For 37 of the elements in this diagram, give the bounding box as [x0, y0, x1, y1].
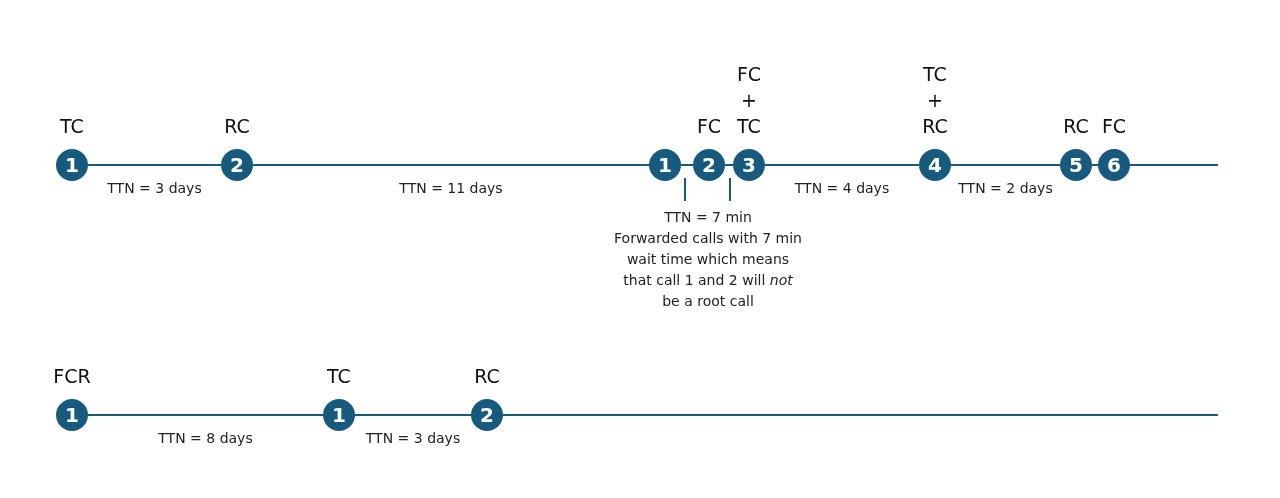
timeline-segment: [1091, 164, 1099, 166]
call-type-label: TC + RC: [921, 62, 949, 139]
call-type-label: TC: [326, 364, 352, 389]
edge-label: TTN = 4 days: [792, 180, 892, 196]
timeline-segment: [87, 164, 222, 166]
timeline-segment: [87, 414, 324, 416]
numbered-circle: 2: [221, 149, 253, 181]
numbered-circle: 5: [1060, 149, 1092, 181]
call-type-label: FC + TC: [735, 62, 763, 139]
numbered-circle: 1: [323, 399, 355, 431]
call-type-label: RC: [223, 114, 251, 139]
duration-label: TTN = 7 min: [663, 208, 753, 227]
edge-label: TTN = 11 days: [397, 180, 505, 196]
timeline-segment: [354, 414, 472, 416]
numbered-circle: 1: [56, 149, 88, 181]
call-type-label: RC: [473, 364, 501, 389]
edge-label: TTN = 3 days: [363, 430, 463, 446]
edge-label: TTN = 3 days: [105, 180, 204, 196]
numbered-circle: 4: [919, 149, 951, 181]
timeline-segment: [680, 164, 694, 166]
timeline-segment: [724, 164, 734, 166]
call-type-label: TC: [59, 114, 85, 139]
numbered-circle: 3: [733, 149, 765, 181]
numbered-circle: 2: [471, 399, 503, 431]
timeline-segment: [1129, 164, 1219, 166]
edge-label: TTN = 2 days: [956, 180, 1055, 196]
numbered-circle: 1: [649, 149, 681, 181]
numbered-circle: 1: [56, 399, 88, 431]
timeline-segment: [502, 414, 1219, 416]
note-text: Forwarded calls with 7 min wait time which means that call 1 and 2 will not be a root call: [613, 229, 803, 311]
timeline-segment: [252, 164, 650, 166]
numbered-circle: 6: [1098, 149, 1130, 181]
call-type-label: FCR: [52, 364, 92, 389]
timeline-segment: [764, 164, 920, 166]
numbered-circle: 2: [693, 149, 725, 181]
timeline-segment: [950, 164, 1061, 166]
edge-label: TTN = 8 days: [156, 430, 255, 446]
